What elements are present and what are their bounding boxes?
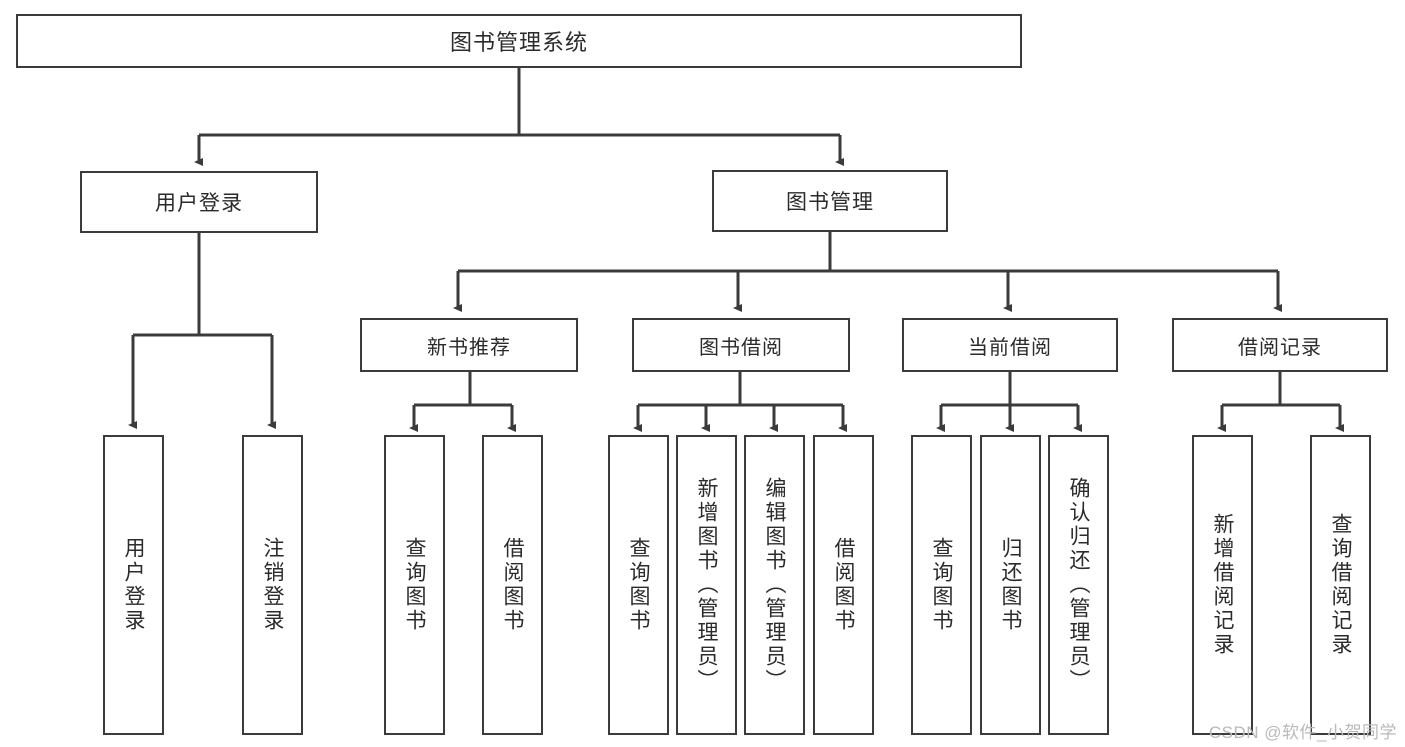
csdn-watermark: CSDN @软件_小贺同学 <box>1208 723 1397 742</box>
node-label: 图书管理 <box>786 191 874 214</box>
leaf-add-book-admin[interactable]: 新增图书（管理员） <box>676 435 737 735</box>
leaf-edit-book-admin[interactable]: 编辑图书（管理员） <box>744 435 805 735</box>
leaf-query-borrow-record[interactable]: 查询借阅记录 <box>1310 435 1371 735</box>
node-label: 用户登录 <box>122 537 145 633</box>
node-current-borrow[interactable]: 当前借阅 <box>902 318 1118 372</box>
node-label: 借阅图书 <box>501 537 524 633</box>
node-label: 新增图书（管理员） <box>695 477 718 693</box>
node-book-management[interactable]: 图书管理 <box>712 170 948 232</box>
node-label: 新增借阅记录 <box>1211 513 1234 657</box>
node-label: 确认归还（管理员） <box>1067 477 1090 693</box>
leaf-add-borrow-record[interactable]: 新增借阅记录 <box>1192 435 1253 735</box>
node-label: 当前借阅 <box>968 336 1052 359</box>
node-label: 借阅图书 <box>832 537 855 633</box>
node-label: 查询图书 <box>627 537 650 633</box>
leaf-borrow-book-new[interactable]: 借阅图书 <box>482 435 543 735</box>
node-borrow-record[interactable]: 借阅记录 <box>1172 318 1388 372</box>
node-label: 注销登录 <box>261 537 284 633</box>
node-book-borrow[interactable]: 图书借阅 <box>632 318 850 372</box>
node-label: 查询借阅记录 <box>1329 513 1352 657</box>
leaf-borrow-book[interactable]: 借阅图书 <box>813 435 874 735</box>
leaf-confirm-return-admin[interactable]: 确认归还（管理员） <box>1048 435 1109 735</box>
leaf-query-book-borrow[interactable]: 查询图书 <box>608 435 669 735</box>
node-root-system[interactable]: 图书管理系统 <box>16 14 1022 68</box>
node-label: 查询图书 <box>403 537 426 633</box>
node-label: 图书借阅 <box>699 336 783 359</box>
node-label: 归还图书 <box>999 537 1022 633</box>
node-label: 图书管理系统 <box>449 30 588 55</box>
leaf-logout[interactable]: 注销登录 <box>242 435 303 735</box>
node-label: 用户登录 <box>155 192 243 215</box>
node-user-login[interactable]: 用户登录 <box>80 171 318 233</box>
node-label: 查询图书 <box>930 537 953 633</box>
leaf-return-book[interactable]: 归还图书 <box>980 435 1041 735</box>
node-label: 新书推荐 <box>427 336 511 359</box>
leaf-query-book-new[interactable]: 查询图书 <box>384 435 445 735</box>
node-label: 借阅记录 <box>1238 336 1322 359</box>
leaf-user-login[interactable]: 用户登录 <box>103 435 164 735</box>
node-new-book-recommend[interactable]: 新书推荐 <box>360 318 578 372</box>
node-label: 编辑图书（管理员） <box>763 477 786 693</box>
leaf-query-book-current[interactable]: 查询图书 <box>911 435 972 735</box>
